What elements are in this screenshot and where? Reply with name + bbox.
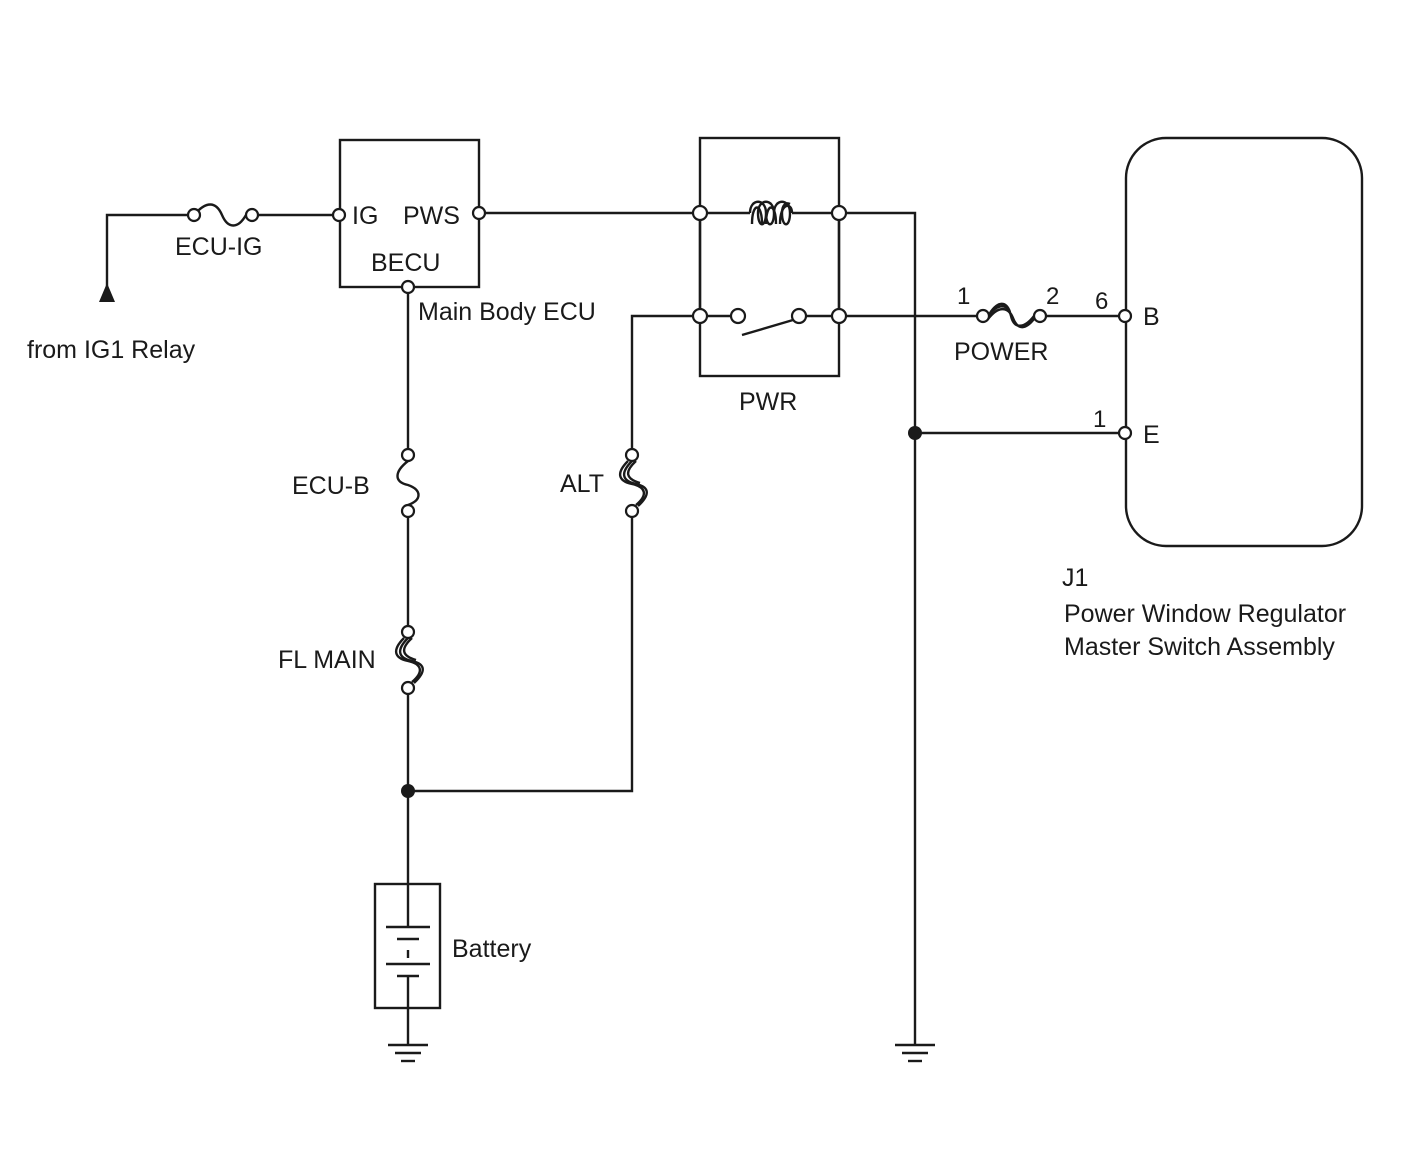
- wire-relay-coil-to-ground: [839, 211, 917, 1045]
- fuse-power: [975, 302, 1048, 329]
- terminal-b: [1117, 308, 1133, 324]
- fuse-label-alt: ALT: [560, 470, 604, 498]
- switch-assembly-code: J1: [1062, 564, 1088, 592]
- wire-alt-to-relay-switch: [630, 314, 700, 455]
- wire-ig1-feed: [105, 213, 188, 300]
- terminal-pws: [471, 205, 487, 221]
- wires: [105, 211, 1125, 1045]
- arrow-up-icon: [99, 283, 115, 302]
- pwr-relay-box: [698, 136, 841, 378]
- pin-number-e: 1: [1093, 406, 1106, 433]
- switch-assembly-box: [1124, 136, 1364, 548]
- battery-label: Battery: [452, 935, 532, 963]
- terminal-ig: [331, 207, 347, 223]
- power-fuse-pin-left: 1: [957, 283, 970, 310]
- pin-label-b: B: [1143, 303, 1160, 331]
- power-fuse-pin-right: 2: [1046, 283, 1059, 310]
- battery-symbol: [373, 882, 442, 1010]
- wire-junction-to-alt: [408, 511, 634, 793]
- pin-label-ig: IG: [352, 202, 378, 230]
- fuse-label-power: POWER: [954, 338, 1048, 366]
- junction-ground: [908, 426, 922, 440]
- relay-terminal-coil-out: [830, 204, 848, 222]
- relay-coil: [700, 200, 839, 226]
- switch-assembly-name-line1: Power Window Regulator: [1064, 600, 1346, 628]
- fuse-label-ecu-ig: ECU-IG: [175, 233, 263, 261]
- ground-icon: [388, 1043, 428, 1063]
- ground-icon: [895, 1043, 935, 1063]
- switch-assembly-name-line2: Master Switch Assembly: [1064, 633, 1335, 661]
- source-label: from IG1 Relay: [27, 336, 196, 364]
- fuse-label-fl-main: FL MAIN: [278, 646, 376, 674]
- relay-switch: [700, 307, 839, 337]
- pin-label-becu: BECU: [371, 249, 440, 277]
- fuse-fl-main: [395, 624, 424, 696]
- relay-terminal-switch-out: [830, 307, 848, 325]
- main-body-ecu-label: Main Body ECU: [418, 298, 596, 326]
- fuse-ecu-ig: [186, 203, 260, 227]
- pin-number-b: 6: [1095, 288, 1108, 315]
- pin-label-pws: PWS: [403, 202, 460, 230]
- fuse-alt: [619, 447, 648, 519]
- terminal-becu: [400, 279, 416, 295]
- pin-label-e: E: [1143, 421, 1160, 449]
- relay-terminal-switch-in: [691, 307, 709, 325]
- fuse-label-ecu-b: ECU-B: [292, 472, 370, 500]
- relay-terminal-coil-in: [691, 204, 709, 222]
- junction-battery: [401, 784, 415, 798]
- relay-label: PWR: [739, 388, 797, 416]
- fuse-ecu-b: [396, 447, 420, 519]
- terminal-e: [1117, 425, 1133, 441]
